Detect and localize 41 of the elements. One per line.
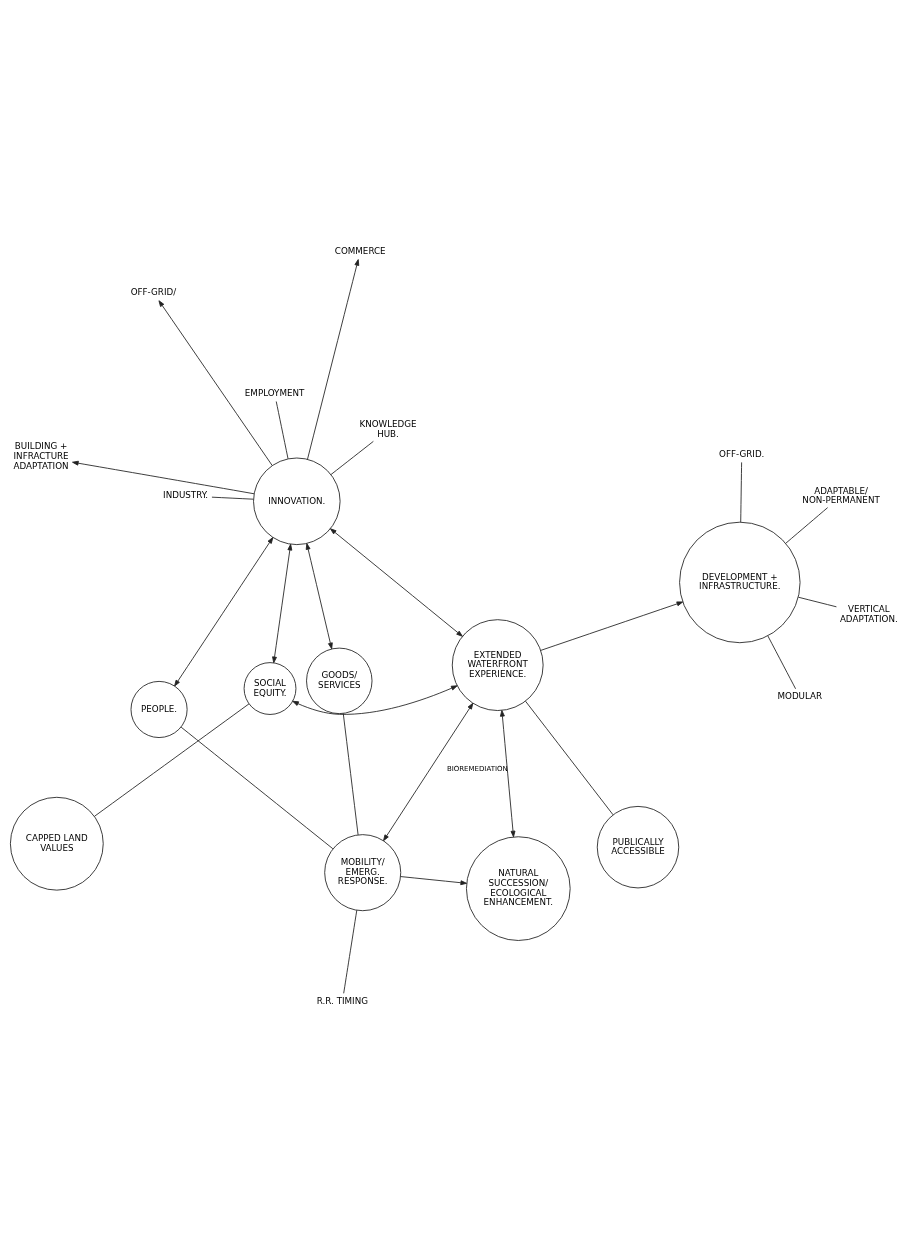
- node-text: R.R. TIMING: [316, 995, 368, 1006]
- arrow: [307, 258, 360, 460]
- connector: [343, 909, 358, 994]
- connector: [342, 712, 359, 835]
- connector: [785, 506, 829, 544]
- arrow: [272, 543, 293, 663]
- arrow: [383, 702, 474, 841]
- node-circle: GOODS/ SERVICES: [306, 647, 373, 714]
- arrow: [305, 542, 333, 649]
- arrow: [400, 875, 467, 885]
- connector: [180, 726, 334, 849]
- connector: [275, 400, 289, 459]
- node-text: KNOWLEDGE HUB.: [359, 418, 417, 439]
- arrow: [292, 684, 458, 715]
- node-text: OFF-GRID/: [130, 286, 177, 297]
- node-text: ADAPTABLE/ NON-PERMANENT: [802, 485, 880, 505]
- node-text: BUILDING + INFRACTURE ADAPTATION: [13, 440, 69, 471]
- node-text: MODULAR: [777, 690, 823, 701]
- node-circle: DEVELOPMENT + INFRASTRUCTURE.: [679, 521, 801, 643]
- node-text: EMPLOYMENT: [244, 387, 305, 398]
- arrow: [158, 299, 273, 466]
- node-circle: SOCIAL EQUITY.: [243, 661, 297, 715]
- node-circle: PUBLICALLY ACCESSIBLE: [596, 805, 680, 888]
- node-text: VERTICAL ADAPTATION.: [839, 603, 898, 624]
- connector: [330, 440, 374, 475]
- arrow: [540, 600, 684, 651]
- connector: [211, 496, 254, 500]
- node-text: INDUSTRY.: [163, 489, 209, 500]
- connector: [94, 702, 250, 817]
- arrow: [174, 536, 274, 686]
- node-circle: NATURAL SUCCESSION/ ECOLOGICAL ENHANCEMENT.: [466, 835, 571, 941]
- node-circle: CAPPED LAND VALUES: [9, 796, 104, 891]
- arrow: [500, 709, 516, 837]
- arrow: [330, 527, 463, 637]
- connector: [525, 700, 614, 815]
- connector: [797, 596, 837, 607]
- arrow: [72, 460, 255, 494]
- connector: [740, 461, 743, 522]
- connector: [767, 635, 797, 689]
- node-text: OFF-GRID.: [719, 448, 765, 459]
- node-text: COMMERCE: [334, 245, 386, 256]
